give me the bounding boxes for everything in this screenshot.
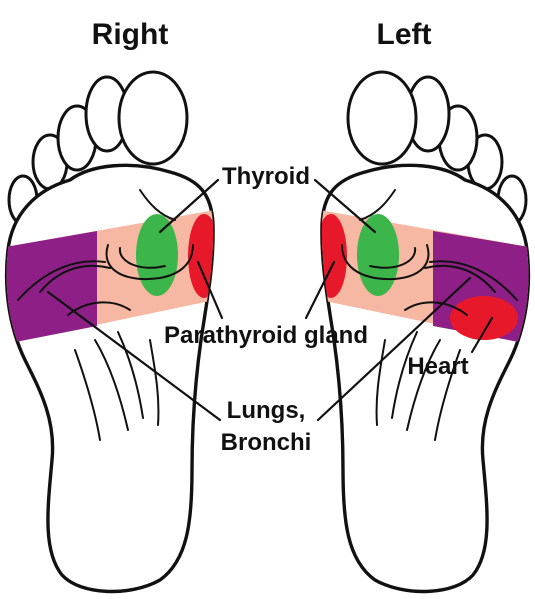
thyroid-leader-right	[158, 178, 220, 234]
left-reflex-zones	[321, 210, 529, 345]
label-parathyroid-gland: Parathyroid gland	[164, 322, 368, 349]
parathyroid-leader-left	[304, 260, 336, 320]
right-parathyroid-zone	[188, 214, 214, 298]
label-lungs: Lungs,	[227, 397, 306, 424]
left-heart-zone	[450, 296, 518, 340]
label-thyroid: Thyroid	[222, 163, 310, 190]
right-reflex-zones	[6, 210, 214, 345]
right-big-toe	[117, 70, 189, 166]
heading-right: Right	[92, 18, 169, 51]
heart-leader	[470, 316, 494, 354]
label-bronchi: Bronchi	[221, 429, 312, 456]
thyroid-leader-left	[313, 178, 377, 234]
leader-lines	[46, 178, 494, 422]
parathyroid-leader-right	[196, 260, 224, 320]
lungs-leader-right	[46, 290, 222, 422]
left-big-toe	[346, 70, 418, 166]
right-foot-creases	[17, 189, 194, 441]
label-heart: Heart	[407, 353, 468, 380]
left-parathyroid-zone	[321, 214, 347, 298]
heading-left: Left	[377, 18, 432, 51]
left-thyroid-zone	[357, 214, 399, 296]
left-foot	[320, 70, 531, 594]
right-thyroid-zone	[136, 214, 178, 296]
right-foot	[4, 70, 215, 594]
lungs-leader-left	[316, 276, 472, 422]
left-foot-creases	[341, 189, 518, 441]
right-lungs-bronchi-zone	[6, 231, 97, 345]
